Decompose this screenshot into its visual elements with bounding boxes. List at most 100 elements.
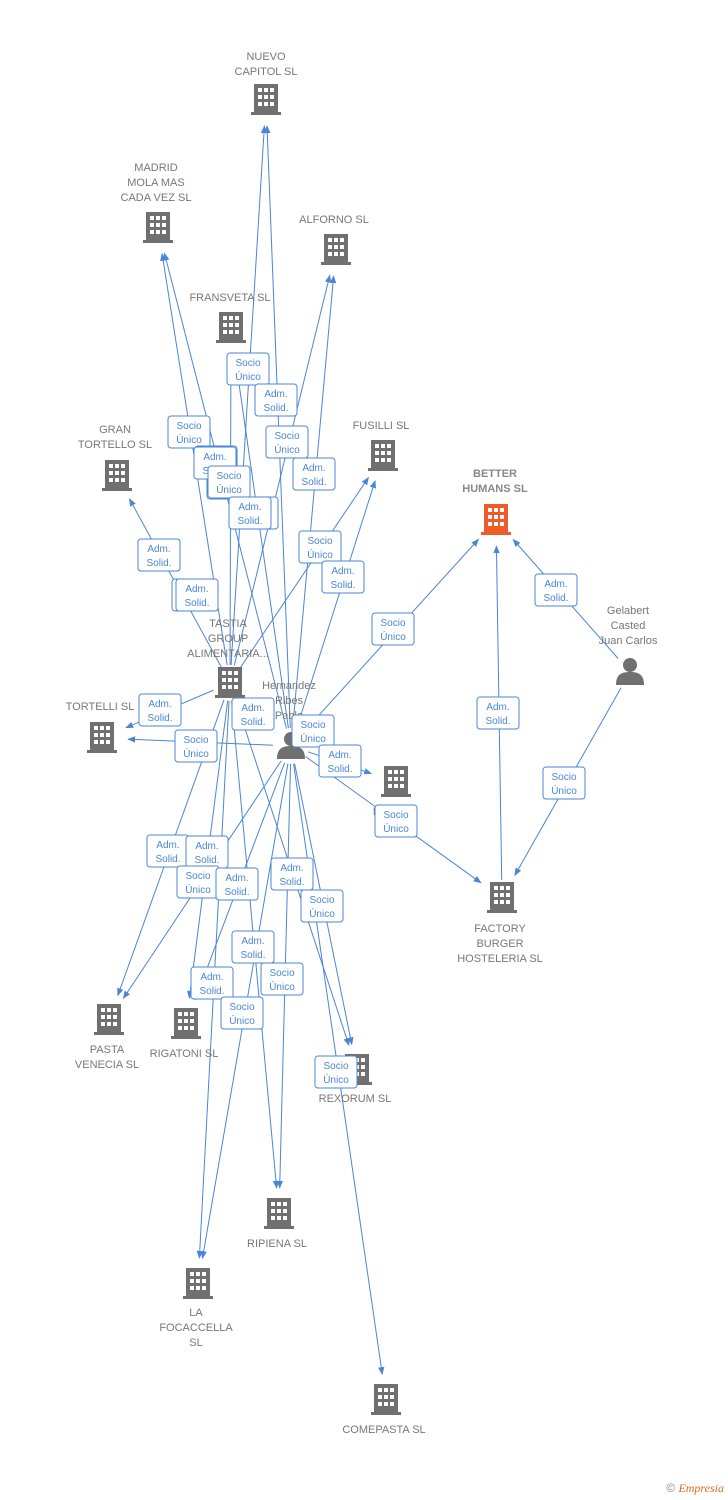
building-icon (321, 234, 351, 265)
node-label-nuevo: NUEVO (246, 51, 286, 63)
node-tastia[interactable]: TASTIAGROUPALIMENTARIA... (187, 618, 269, 698)
edge-role-text: Adm. (302, 463, 325, 474)
edge-role-text: Solid. (237, 516, 262, 527)
building-icon (381, 766, 411, 797)
edge-role-text: Único (323, 1073, 349, 1086)
edge-role-text: Adm. (156, 840, 179, 851)
node-label-rigatoni: RIGATONI SL (150, 1048, 219, 1060)
edge-role-text: Solid. (330, 580, 355, 591)
node-label-hernandez: Hernandez (262, 680, 316, 692)
edge-role-label: Adm.Solid. (254, 383, 298, 417)
node-rexorum[interactable]: REXORUM SL (319, 1054, 392, 1105)
node-alforno[interactable]: ALFORNO SL (299, 214, 369, 265)
edge-role-text: Socio (307, 536, 332, 547)
edge-role-text: Adm. (203, 452, 226, 463)
node-label-tastia: ALIMENTARIA... (187, 648, 269, 660)
building-icon (215, 667, 245, 698)
edge-role-text: Solid. (147, 713, 172, 724)
edge-role-label: Adm. Solid. (190, 966, 234, 1000)
node-comepasta[interactable]: COMEPASTA SL (342, 1384, 426, 1436)
node-label-hernandez: Ribes (275, 695, 304, 707)
edge-role-text: Adm. (200, 972, 223, 983)
edge-hernandez-fransveta (232, 352, 289, 729)
node-label-focaccella: LA (189, 1307, 203, 1319)
node-label-alforno: ALFORNO SL (299, 214, 369, 226)
edge-role-text: Único (183, 747, 209, 760)
edge-role-label: Adm. Solid. (231, 697, 275, 731)
edge-role-text: Adm. (331, 566, 354, 577)
edge-role-label: Adm.Solid. (270, 857, 314, 891)
edge-role-text: Adm. (148, 699, 171, 710)
edge-role-text: Adm. (147, 544, 170, 555)
edge-role-text: Socio (185, 871, 210, 882)
building-icon (487, 882, 517, 913)
edge-role-text: Adm. (195, 841, 218, 852)
building-icon (102, 460, 132, 491)
edge-role-label: Adm.Solid. (476, 696, 520, 730)
node-tortelli[interactable]: TORTELLI SL (66, 701, 135, 753)
building-icon (171, 1008, 201, 1039)
building-icon (183, 1268, 213, 1299)
building-icon (94, 1004, 124, 1035)
building-icon (251, 84, 281, 115)
edge-role-label: Adm.Solid. (146, 834, 190, 868)
edge-role-text: Socio (383, 810, 408, 821)
node-rigatoni[interactable]: RIGATONI SL (150, 1008, 219, 1060)
node-nuevo[interactable]: NUEVO CAPITOL SL (235, 51, 298, 115)
edge-role-text: Único (380, 630, 406, 643)
edge-role-text: Adm. (241, 703, 264, 714)
node-fransveta[interactable]: FRANSVETA SL (189, 292, 271, 343)
edge-role-text: Solid. (146, 558, 171, 569)
node-label-factory: BURGER (476, 938, 523, 950)
edge-role-text: Solid. (279, 877, 304, 888)
edge-role-text: Único (235, 370, 261, 383)
edge-role-text: Solid. (199, 986, 224, 997)
node-label-gran: TORTELLO SL (78, 439, 152, 451)
edge-role-text: Adm. (238, 502, 261, 513)
node-label-rexorum: REXORUM SL (319, 1093, 392, 1105)
edge-role-text: Solid. (485, 716, 510, 727)
node-label-ripiena: RIPIENA SL (247, 1238, 307, 1250)
edge-role-text: Adm. (544, 579, 567, 590)
edge-role-label: Adm.Solid. (292, 457, 336, 491)
edge-role-label: Adm.Solid. (215, 867, 259, 901)
edge-role-text: Único (176, 433, 202, 446)
edge-role-text: Socio (380, 618, 405, 629)
node-fusilli[interactable]: FUSILLI SL (353, 420, 410, 471)
node-label-nuevo: CAPITOL SL (235, 66, 298, 78)
node-label-focaccella: SL (189, 1337, 202, 1349)
edge-role-text: Único (185, 883, 211, 896)
edge-role-label: Adm. Solid. (137, 538, 181, 572)
edge-role-text: Único (274, 443, 300, 456)
edge-role-text: Solid. (240, 717, 265, 728)
edge-hernandez-fusilli (295, 480, 377, 729)
node-label-pasta: PASTA (90, 1044, 125, 1056)
node-ripiena[interactable]: RIPIENA SL (247, 1198, 307, 1250)
edge-role-text: Adm. (185, 584, 208, 595)
edge-role-text: Solid. (194, 855, 219, 866)
edge-role-text: Adm. (328, 750, 351, 761)
node-label-fusilli: FUSILLI SL (353, 420, 410, 432)
edge-role-text: Único (216, 483, 242, 496)
edge-role-text: Socio (323, 1061, 348, 1072)
